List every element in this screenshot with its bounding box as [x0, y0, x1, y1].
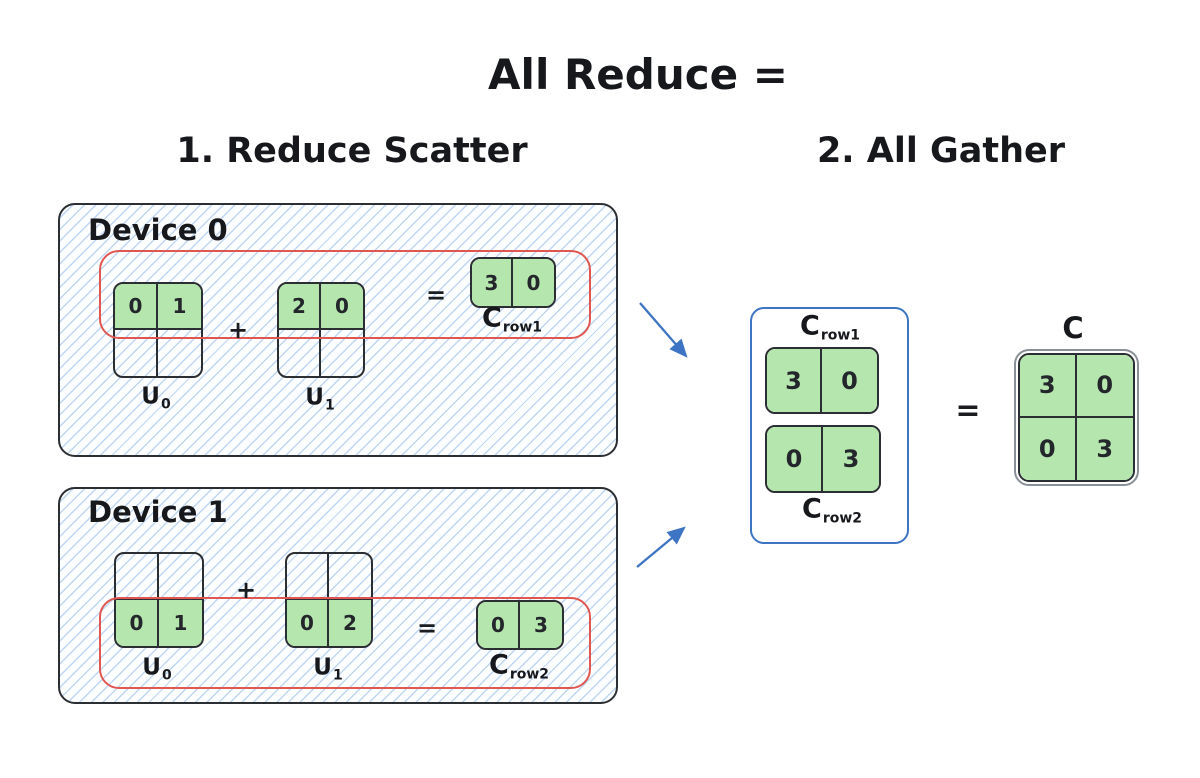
label-u1-device0: U1 [305, 385, 334, 414]
matrix-cell: 0 [767, 427, 823, 491]
label-sub: row1 [820, 327, 861, 344]
matrix-crow1-device0: 3 0 [470, 257, 556, 308]
label-base: U [313, 654, 332, 681]
matrix-cell: 0 [1020, 417, 1077, 480]
matrix-cell: 3 [1076, 417, 1133, 480]
matrix-cell: 2 [329, 600, 371, 646]
device1-label: Device 1 [88, 495, 228, 529]
equals-operator-final: = [955, 393, 981, 429]
final-matrix-label: C [1062, 311, 1083, 345]
matrix-cell: 0 [321, 284, 363, 330]
matrix-cell: 2 [279, 284, 321, 330]
matrix-cell: 0 [1076, 355, 1133, 418]
label-base: C [799, 310, 820, 342]
label-base: U [305, 384, 324, 411]
label-base: U [141, 383, 160, 410]
label-crow2-device1: Crow2 [489, 650, 549, 683]
matrix-u0-device1: 0 1 [114, 552, 204, 648]
label-base: C [488, 649, 509, 681]
matrix-cell [329, 554, 371, 600]
label-u0-device1: U0 [142, 655, 171, 684]
device0-panel: Device 0 0 1 + 2 0 = 3 0 Crow1 U0 [58, 203, 618, 457]
label-sub: 0 [161, 667, 172, 684]
arrow-device1-to-gather [636, 526, 686, 568]
equals-operator-device0: = [425, 281, 447, 309]
matrix-cell: 0 [115, 284, 158, 330]
label-base: U [142, 654, 161, 681]
matrix-u1-device1: 0 2 [285, 552, 373, 648]
matrix-cell: 0 [822, 349, 877, 412]
plus-operator-device1: + [235, 576, 257, 604]
matrix-u0-device0: 0 1 [113, 282, 203, 378]
matrix-cell [158, 330, 201, 376]
matrix-cell [159, 554, 202, 600]
step2-heading: 2. All Gather [816, 131, 1066, 171]
label-sub: 1 [332, 667, 343, 684]
matrix-cell [116, 554, 159, 600]
matrix-cell: 1 [159, 600, 202, 646]
matrix-crow2-device1: 0 3 [476, 600, 564, 650]
label-base: C [481, 302, 502, 334]
label-sub: row1 [502, 319, 543, 336]
final-matrix-c: 3 0 0 3 [1014, 349, 1139, 486]
matrix-cell: 0 [478, 602, 520, 648]
matrix-u1-device0: 2 0 [277, 282, 365, 378]
gather-crow1-label: Crow1 [800, 311, 860, 344]
gather-panel: Crow1 3 0 0 3 Crow2 [750, 307, 909, 544]
matrix-cell [321, 330, 363, 376]
matrix-cell: 3 [823, 427, 879, 491]
matrix-cell: 3 [472, 259, 513, 306]
plus-operator-device0: + [227, 316, 249, 344]
arrow-device0-to-gather [639, 302, 688, 358]
matrix-cell: 0 [116, 600, 159, 646]
label-crow1-device0: Crow1 [482, 303, 542, 336]
gather-matrix-row1: 3 0 [765, 347, 879, 414]
equals-operator-device1: = [416, 614, 438, 642]
matrix-cell: 3 [520, 602, 562, 648]
diagram-title: All Reduce = [488, 50, 788, 99]
label-sub: 0 [160, 396, 171, 413]
matrix-cell: 0 [287, 600, 329, 646]
matrix-cell [115, 330, 158, 376]
gather-crow2-label: Crow2 [802, 494, 862, 527]
label-base: C [801, 493, 822, 525]
matrix-cell: 1 [158, 284, 201, 330]
device1-panel: Device 1 0 1 + 0 2 = 0 3 U0 U1 Cr [58, 487, 618, 704]
step1-heading: 1. Reduce Scatter [176, 131, 528, 171]
matrix-cell: 3 [1020, 355, 1077, 418]
device0-label: Device 0 [88, 213, 228, 247]
matrix-cell [279, 330, 321, 376]
label-u0-device0: U0 [141, 384, 170, 413]
matrix-cell [287, 554, 329, 600]
gather-matrix-row2: 0 3 [765, 425, 881, 493]
label-sub: row2 [822, 510, 863, 527]
matrix-cell: 0 [513, 259, 554, 306]
label-sub: row2 [509, 666, 550, 683]
label-sub: 1 [324, 397, 335, 414]
matrix-cell: 3 [767, 349, 822, 412]
label-base: C [1062, 311, 1084, 345]
label-u1-device1: U1 [313, 655, 342, 684]
